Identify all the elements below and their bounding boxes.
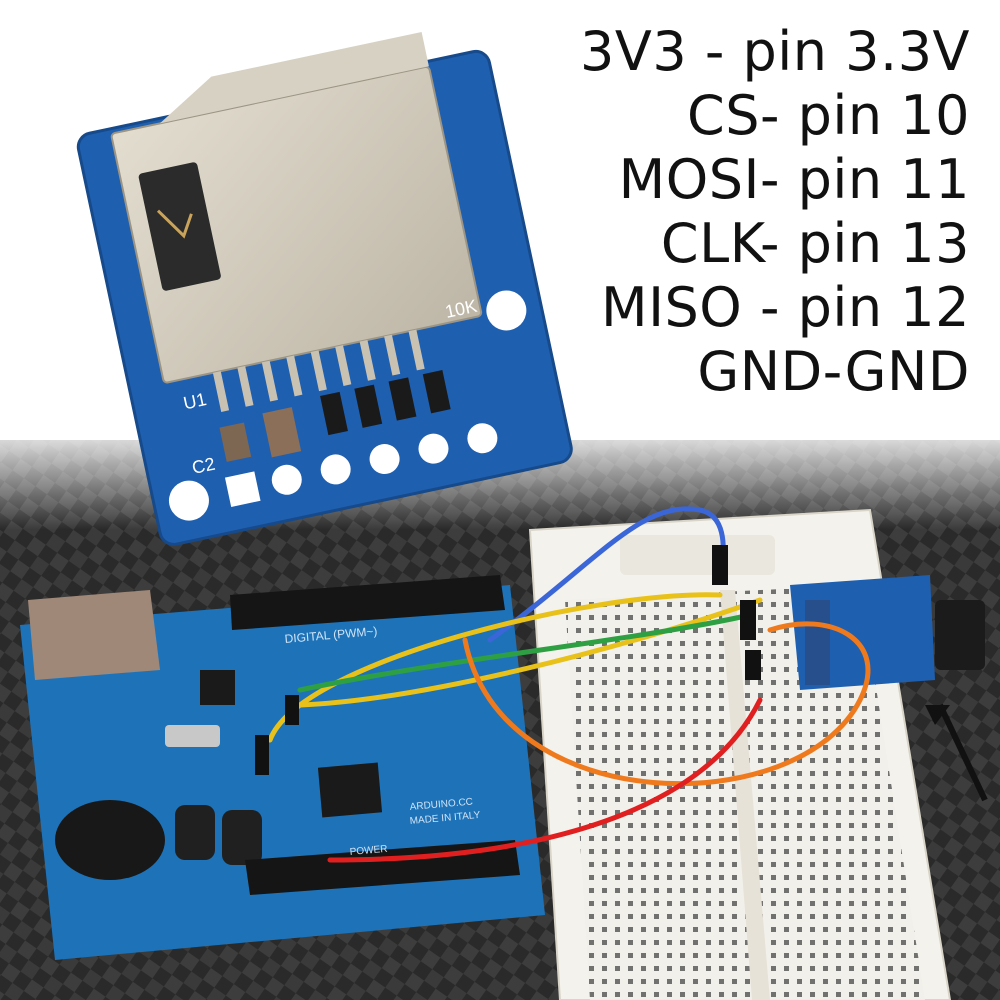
pinout-line-3v3: 3V3 - pin 3.3V xyxy=(580,20,970,83)
header-pads xyxy=(224,423,498,507)
sd-module-on-breadboard xyxy=(790,575,988,802)
digital-header xyxy=(230,575,505,630)
arrow-icon xyxy=(925,705,950,725)
pinout-line-clk: CLK- pin 13 xyxy=(660,212,970,275)
smd-components xyxy=(219,370,451,462)
socket-pins xyxy=(212,329,425,412)
yellow-wire-2 xyxy=(297,597,763,708)
jumper-wires xyxy=(255,506,871,863)
breadboard xyxy=(528,508,952,1000)
pinout-line-mosi: MOSI- pin 11 xyxy=(618,148,970,211)
mounting-holes xyxy=(168,290,527,521)
arduino-board: DIGITAL (PWM~) ARDUINO.CC MADE IN ITALY … xyxy=(20,575,545,960)
power-label: POWER xyxy=(349,844,388,858)
c2-label: C2 xyxy=(190,454,217,478)
microcontroller-chip xyxy=(317,762,383,818)
red-wire xyxy=(327,697,763,863)
pinout-line-cs: CS- pin 10 xyxy=(686,84,970,147)
orange-wire xyxy=(462,621,871,787)
sd-card-module-closeup: U1 C2 10K xyxy=(76,31,573,546)
brand-label: ARDUINO.CC xyxy=(409,797,473,813)
usb-port xyxy=(28,590,160,680)
pinout-line-miso: MISO - pin 12 xyxy=(601,276,970,339)
power-jack xyxy=(55,800,165,880)
u1-label: U1 xyxy=(182,389,209,413)
blue-wire xyxy=(487,506,726,643)
green-wire xyxy=(297,612,753,693)
pinout-legend: 3V3 - pin 3.3V CS- pin 10 MOSI- pin 11 C… xyxy=(530,20,970,404)
pinout-line-gnd: GND-GND xyxy=(697,340,970,403)
